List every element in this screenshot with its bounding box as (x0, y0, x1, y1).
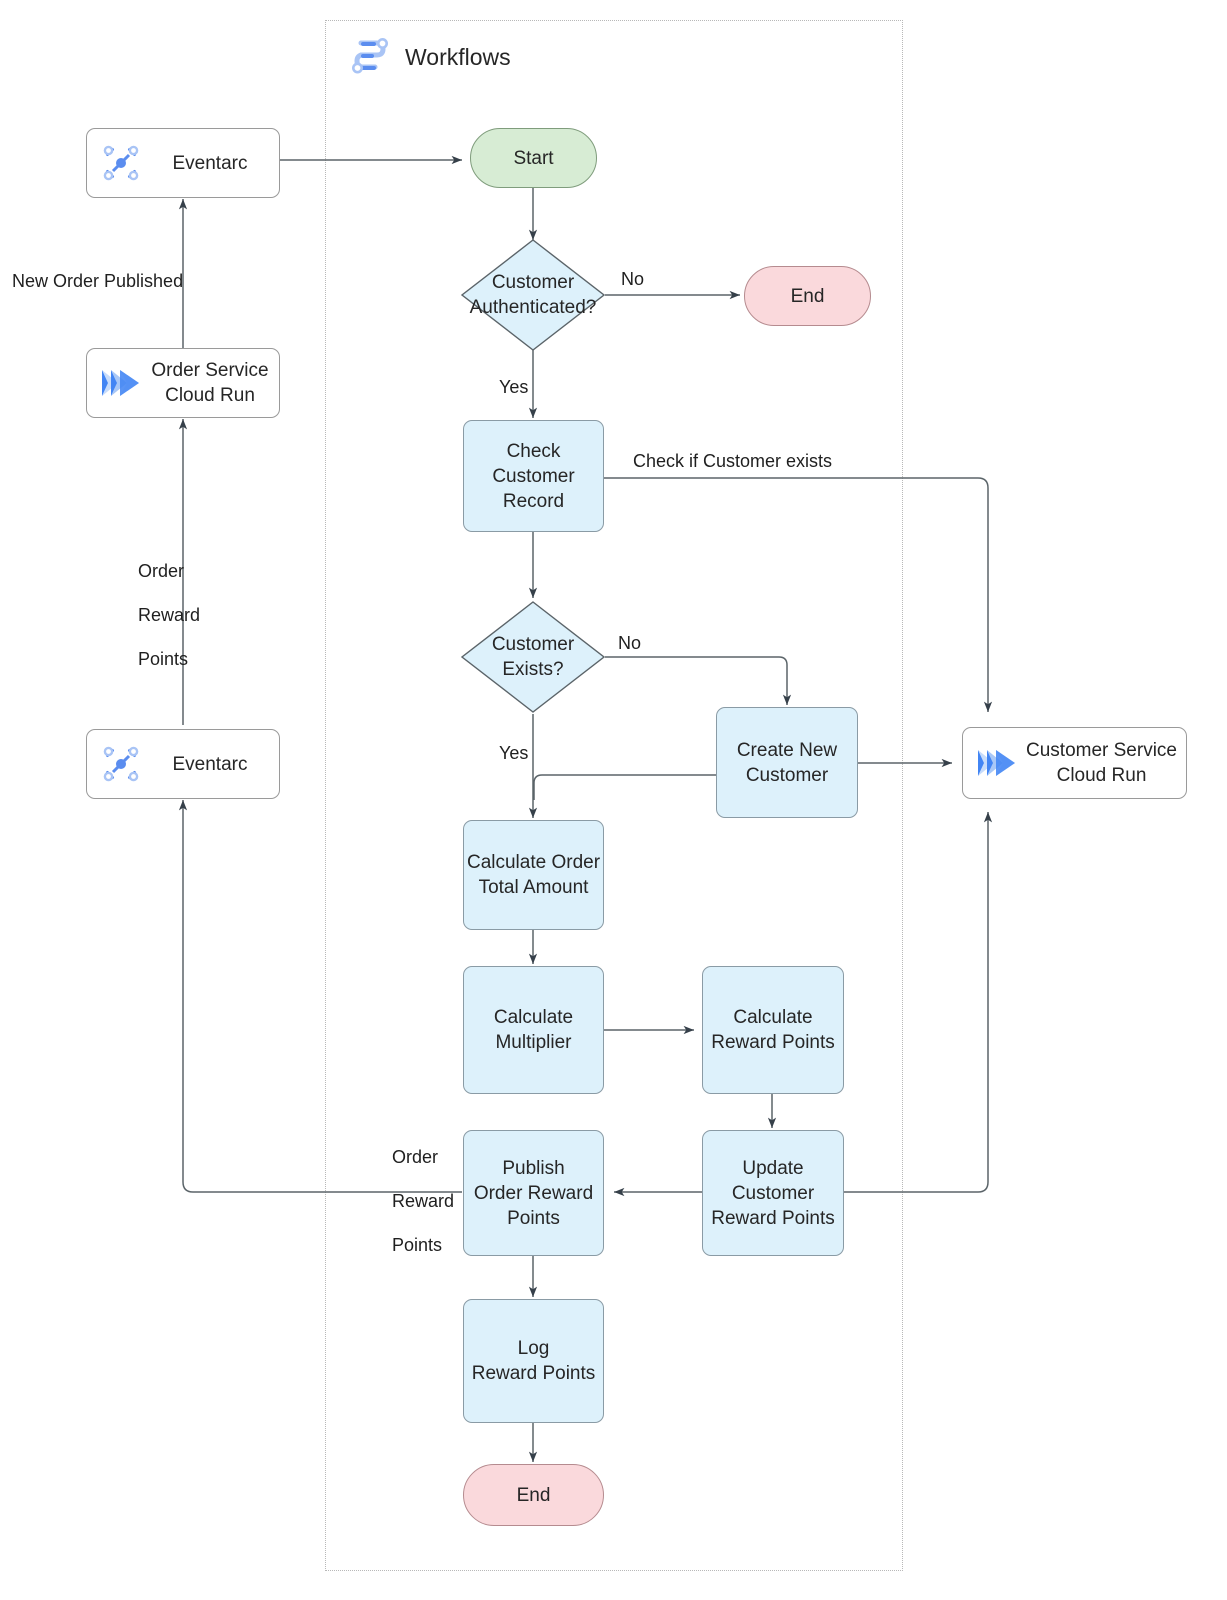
calculate-reward-points-line-2: Reward Points (711, 1032, 835, 1053)
edge-label-auth-yes: Yes (499, 377, 529, 397)
customer-exists-line-1: Customer (491, 634, 575, 655)
start-node[interactable]: Start (470, 128, 597, 188)
order-service-cloud-run-node[interactable]: Order Service Cloud Run (86, 348, 280, 418)
edge-label-check-if-customer-exists: Check if Customer exists (633, 451, 833, 471)
end-bottom-node[interactable]: End (463, 1464, 604, 1526)
eventarc-top-node[interactable]: Eventarc (86, 128, 280, 198)
edge-label-order-reward-points-mid: Order Reward Points (372, 1124, 454, 1278)
customer-authenticated-line-1: Customer (491, 272, 575, 293)
cloud-run-icon (971, 737, 1023, 789)
update-customer-reward-points-line-3: Reward Points (711, 1207, 835, 1229)
calculate-multiplier-line-2: Multiplier (495, 1032, 572, 1053)
calculate-order-total-line-2: Total Amount (478, 877, 589, 898)
log-reward-points-node[interactable]: Log Reward Points (463, 1299, 604, 1423)
order-reward-points-mid-line-3: Points (392, 1235, 443, 1255)
eventarc-bottom-label: Eventarc (172, 753, 248, 775)
calculate-order-total-node[interactable]: Calculate Order Total Amount (463, 820, 604, 930)
create-new-customer-line-2: Customer (745, 764, 829, 786)
order-reward-points-left-line-2: Reward (138, 605, 201, 625)
eventarc-bottom-node[interactable]: Eventarc (86, 729, 280, 799)
publish-order-reward-points-line-1: Publish (502, 1157, 565, 1179)
eventarc-icon (95, 137, 147, 189)
calculate-reward-points-node[interactable]: Calculate Reward Points (702, 966, 844, 1094)
customer-service-cloud-run-label: Customer Service Cloud Run (1023, 738, 1186, 788)
create-new-customer-line-1: Create New (736, 739, 838, 761)
cloud-run-icon (95, 357, 147, 409)
publish-order-reward-points-label: Publish Order Reward Points (474, 1156, 593, 1231)
create-new-customer-label: Create New Customer (737, 738, 837, 788)
order-reward-points-left-line-3: Points (138, 649, 189, 669)
order-reward-points-left-line-1: Order (138, 561, 185, 581)
customer-service-cloud-run-node[interactable]: Customer Service Cloud Run (962, 727, 1187, 799)
calculate-reward-points-line-1: Calculate (733, 1007, 813, 1028)
check-customer-record-line-1: Check (506, 440, 561, 462)
create-new-customer-node[interactable]: Create New Customer (716, 707, 858, 818)
customer-authenticated-label: Customer Authenticated? (461, 239, 605, 351)
customer-service-line-2: Cloud Run (1056, 765, 1147, 786)
order-reward-points-mid-line-2: Reward (392, 1191, 455, 1211)
calculate-multiplier-node[interactable]: Calculate Multiplier (463, 966, 604, 1094)
update-customer-reward-points-line-2: Customer (731, 1182, 815, 1204)
check-customer-record-line-3: Record (502, 490, 565, 512)
calculate-multiplier-label: Calculate Multiplier (494, 1005, 573, 1055)
edge-label-exists-no: No (618, 633, 642, 653)
order-service-cloud-run-label: Order Service Cloud Run (147, 358, 279, 408)
order-reward-points-mid-line-1: Order (392, 1147, 439, 1167)
workflows-group-boundary (325, 20, 903, 1571)
log-reward-points-line-1: Log (517, 1338, 550, 1359)
update-customer-reward-points-node[interactable]: Update Customer Reward Points (702, 1130, 844, 1256)
eventarc-icon (95, 738, 147, 790)
edge-label-auth-no: No (621, 269, 645, 289)
check-customer-record-label: Check Customer Record (492, 439, 574, 514)
calculate-order-total-label: Calculate Order Total Amount (467, 850, 600, 900)
customer-exists-decision[interactable]: Customer Exists? (461, 601, 605, 713)
end-bottom-label: End (516, 1484, 551, 1506)
workflows-icon (345, 32, 395, 87)
update-customer-reward-points-line-1: Update (742, 1157, 804, 1179)
publish-order-reward-points-node[interactable]: Publish Order Reward Points (463, 1130, 604, 1256)
workflows-group-label: Workflows (405, 44, 511, 70)
log-reward-points-line-2: Reward Points (471, 1363, 596, 1384)
customer-exists-line-2: Exists? (502, 659, 564, 680)
calculate-multiplier-line-1: Calculate (493, 1007, 574, 1028)
check-customer-record-line-2: Customer (492, 465, 575, 487)
end-top-label: End (790, 285, 825, 307)
order-service-line-2: Cloud Run (165, 385, 255, 406)
publish-order-reward-points-line-3: Points (507, 1207, 560, 1229)
customer-service-line-1: Customer Service (1026, 740, 1177, 761)
calculate-order-total-line-1: Calculate Order (466, 852, 601, 873)
end-top-node[interactable]: End (744, 266, 871, 326)
edge-label-new-order-published: New Order Published (12, 271, 184, 291)
check-customer-record-node[interactable]: Check Customer Record (463, 420, 604, 532)
publish-order-reward-points-line-2: Order Reward (473, 1182, 594, 1204)
customer-exists-label: Customer Exists? (461, 601, 605, 713)
edge-label-exists-yes: Yes (499, 743, 529, 763)
customer-authenticated-decision[interactable]: Customer Authenticated? (461, 239, 605, 351)
log-reward-points-label: Log Reward Points (472, 1336, 596, 1386)
start-label: Start (513, 147, 554, 169)
update-customer-reward-points-label: Update Customer Reward Points (711, 1156, 835, 1231)
order-service-line-1: Order Service (151, 360, 269, 381)
edge-label-order-reward-points-left: Order Reward Points (118, 538, 200, 692)
calculate-reward-points-label: Calculate Reward Points (711, 1005, 835, 1055)
customer-authenticated-line-2: Authenticated? (469, 297, 597, 318)
eventarc-top-label: Eventarc (172, 152, 248, 174)
